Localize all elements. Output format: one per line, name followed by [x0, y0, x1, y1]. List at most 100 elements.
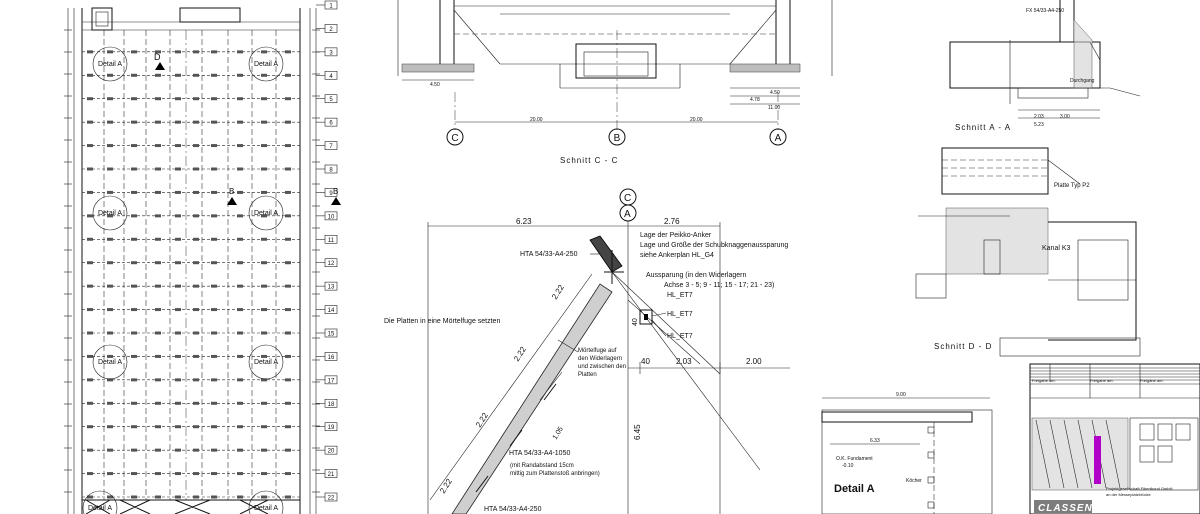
- plan-bearing: [237, 284, 243, 288]
- plan-bearing: [211, 73, 217, 77]
- plan-bearing: [261, 73, 267, 77]
- plan-bearing: [155, 495, 161, 499]
- plan-bearing: [193, 331, 199, 335]
- plan-bearing: [211, 144, 217, 148]
- plan-bearing: [193, 190, 199, 194]
- detail-dim-right: 2.76: [664, 217, 680, 226]
- marker-b-left-label: B: [229, 187, 234, 196]
- cc-dim-right: 4.50: [770, 90, 780, 96]
- axis-number: 6: [329, 121, 333, 127]
- cc-axis-bubble: [769, 128, 787, 146]
- plan-bearing: [261, 472, 267, 476]
- plan-bearing: [211, 472, 217, 476]
- plan-bearing: [237, 425, 243, 429]
- plan-bearing: [261, 284, 267, 288]
- plan-bearing: [193, 50, 199, 54]
- axis-number: 19: [328, 425, 335, 431]
- tb-freigabe-2: Freigabe am:: [1090, 378, 1114, 383]
- detail-a-marker: Detail A: [254, 359, 278, 366]
- plan-bearing: [131, 167, 137, 171]
- plan-bearing: [155, 354, 161, 358]
- moertel-note-1: Mörtelfuge auf: [578, 348, 617, 354]
- dim-105: 1.05: [552, 426, 565, 441]
- plan-bearing: [237, 401, 243, 405]
- plan-bearing: [285, 237, 291, 241]
- plan-bearing: [285, 284, 291, 288]
- axis-a-label: A: [624, 209, 631, 220]
- plan-bearing: [155, 401, 161, 405]
- plan-bearing: [107, 144, 113, 148]
- detail-dim-200: 2.00: [746, 357, 762, 366]
- hl-et7-label-2: HL_ET7: [667, 311, 693, 318]
- detail-a2-dim-1: 9.00: [896, 392, 906, 398]
- plan-bearing: [193, 214, 199, 218]
- plan-bearing: [285, 120, 291, 124]
- plan-bearing: [175, 378, 181, 382]
- detail-circle: [248, 490, 284, 514]
- plan-bearing: [131, 73, 137, 77]
- plan-bearing: [131, 472, 137, 476]
- detail-a2-dim-2: 6.33: [870, 438, 880, 444]
- plan-bearing: [107, 237, 113, 241]
- moertel-note-3: und zwischen den: [578, 364, 626, 370]
- hta-mid-note-1: (mit Randabstand 15cm: [510, 463, 574, 469]
- plan-bearing: [155, 284, 161, 288]
- plan-bearing: [285, 331, 291, 335]
- plan-bearing: [261, 495, 267, 499]
- hl-et7-label-3: HL_ET7: [667, 333, 693, 340]
- plan-bearing: [175, 73, 181, 77]
- axis-number: 3: [329, 50, 333, 56]
- hta-mid-label: HTA 54/33-A4-1050: [509, 450, 570, 457]
- moertel-text: Die Platten in eine Mörtelfuge setzten: [384, 318, 500, 325]
- anker-line-1: Lage der Peikko-Anker: [640, 232, 712, 239]
- plan-bearing: [193, 354, 199, 358]
- plan-bearing: [107, 425, 113, 429]
- detail-dim-left: 6.23: [516, 217, 532, 226]
- plan-bearing: [87, 167, 93, 171]
- plan-bearing: [175, 97, 181, 101]
- plan-bearing: [237, 448, 243, 452]
- plan-bearing: [261, 50, 267, 54]
- plan-bearing: [107, 261, 113, 265]
- plan-bearing: [155, 378, 161, 382]
- plan-bearing: [237, 190, 243, 194]
- plan-bearing: [87, 425, 93, 429]
- detail-circle: [92, 46, 128, 82]
- plan-bearing: [175, 401, 181, 405]
- plan-bearing: [211, 308, 217, 312]
- plan-bearing: [131, 401, 137, 405]
- aa-dim-1: 2.03: [1034, 114, 1044, 120]
- section-dd-title: Schnitt D - D: [934, 342, 992, 351]
- plan-bearing: [237, 495, 243, 499]
- plan-bearing: [175, 284, 181, 288]
- anker-line-3: siehe Ankerplan HL_G4: [640, 252, 714, 259]
- hta-mid-note-2: mittig zum Plattenstoß anbringen): [510, 471, 600, 477]
- plan-bearing: [155, 448, 161, 452]
- company-logo-text: CLASSEN: [1038, 503, 1093, 514]
- plan-bearing: [261, 237, 267, 241]
- plan-bearing: [211, 214, 217, 218]
- plan-bearing: [261, 120, 267, 124]
- plan-bearing: [87, 378, 93, 382]
- plan-bearing: [87, 237, 93, 241]
- plan-bearing: [285, 472, 291, 476]
- plan-bearing: [285, 214, 291, 218]
- anker-line-2: Lage und Größe der Schubknaggenaussparun…: [640, 242, 788, 249]
- section-marker-d-icon: [155, 62, 165, 70]
- plan-bearing: [211, 97, 217, 101]
- detail-circle: [248, 46, 284, 82]
- plan-bearing: [131, 97, 137, 101]
- dd-plate-label: Platte Typ P2: [1054, 183, 1090, 189]
- aussparung-line-2: Achse 3 - 5; 9 - 11; 15 - 17; 21 - 23): [664, 282, 774, 289]
- plan-bearing: [285, 495, 291, 499]
- plan-bearing: [261, 190, 267, 194]
- aa-dim-3: 3.00: [1060, 114, 1070, 120]
- plan-bearing: [131, 354, 137, 358]
- plan-bearing: [87, 97, 93, 101]
- plan-bearing: [193, 448, 199, 452]
- plan-bearing: [285, 261, 291, 265]
- plan-bearing: [261, 448, 267, 452]
- plan-bearing: [87, 495, 93, 499]
- plan-bearing: [211, 237, 217, 241]
